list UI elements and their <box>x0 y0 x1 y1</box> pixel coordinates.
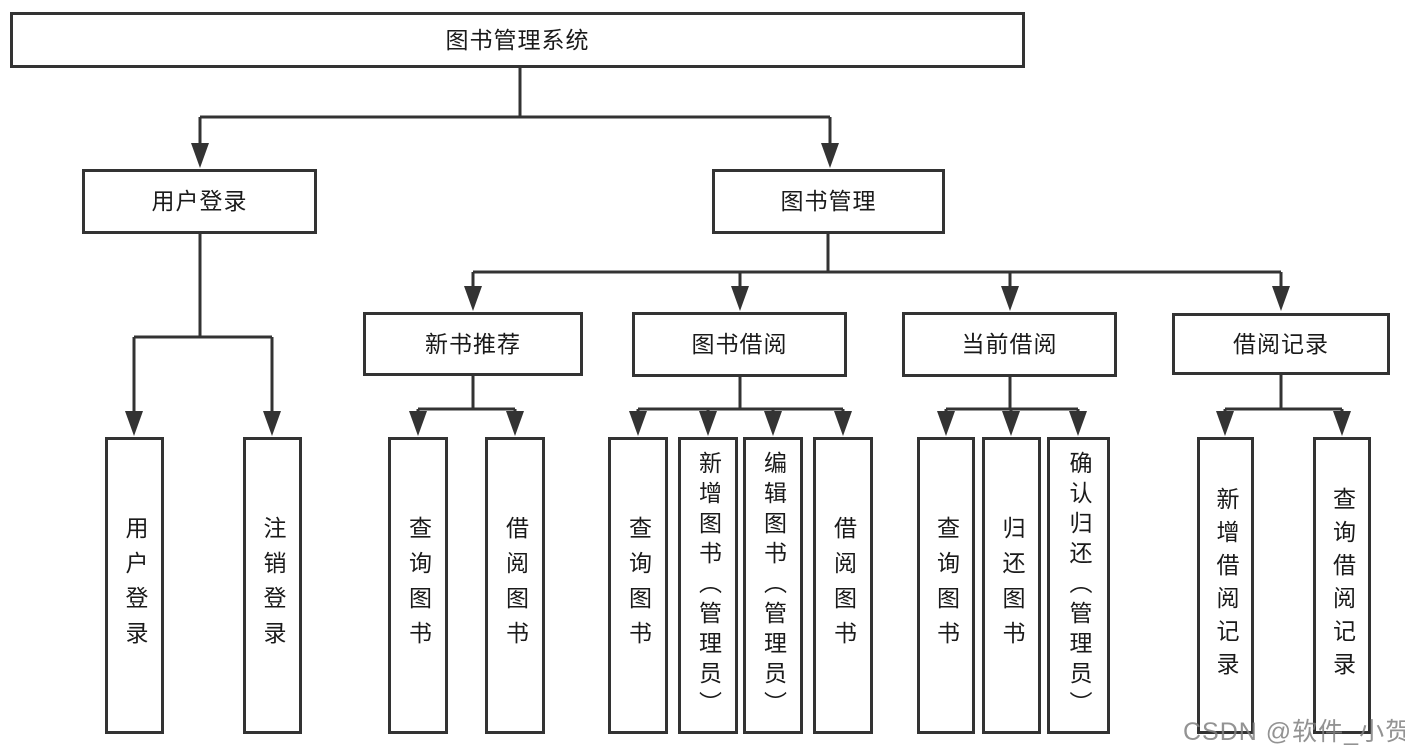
node-book-borrowing: 图书借阅 <box>632 312 847 377</box>
arrowhead-icon <box>937 411 955 436</box>
leaf-query-books-borrow: 查询图书 <box>608 437 668 734</box>
leaf-query-books-recommend: 查询图书 <box>388 437 448 734</box>
node-new-book-recommend: 新书推荐 <box>363 312 583 376</box>
leaf-add-books-admin: 新增图书（管理员） <box>678 437 738 734</box>
connector-currentborrow-to-children <box>944 377 1080 416</box>
arrowhead-icon <box>464 286 482 311</box>
arrowhead-icon <box>731 286 749 311</box>
leaf-borrow-books: 借阅图书 <box>813 437 873 734</box>
leaf-confirm-return-admin: 确认归还（管理员） <box>1047 437 1110 734</box>
csdn-watermark: CSDN @软件_小贺同学 <box>1183 718 1405 746</box>
leaf-logout: 注销登录 <box>243 437 302 734</box>
arrowhead-icon <box>764 411 782 436</box>
leaf-query-borrow-record: 查询借阅记录 <box>1313 437 1371 734</box>
connector-root-to-level2 <box>198 68 832 148</box>
node-root-system: 图书管理系统 <box>10 12 1025 68</box>
arrowhead-icon <box>1333 411 1351 436</box>
node-borrowing-records: 借阅记录 <box>1172 313 1390 375</box>
node-user-login: 用户登录 <box>82 169 317 234</box>
node-current-borrowing: 当前借阅 <box>902 312 1117 377</box>
connector-borrowrecord-to-children <box>1223 374 1344 416</box>
arrowhead-icon <box>834 411 852 436</box>
arrowhead-icon <box>821 143 839 168</box>
connector-newbook-to-children <box>416 375 517 416</box>
arrowhead-icon <box>1001 286 1019 311</box>
leaf-query-books-current: 查询图书 <box>917 437 975 734</box>
leaf-edit-books-admin: 编辑图书（管理员） <box>743 437 803 734</box>
leaf-user-login: 用户登录 <box>105 437 164 734</box>
arrowhead-icon <box>629 411 647 436</box>
connector-bookborrow-to-children <box>636 377 845 416</box>
arrowhead-icon <box>263 411 281 436</box>
connector-userlogin-to-children <box>132 234 274 416</box>
leaf-borrow-books-recommend: 借阅图书 <box>485 437 545 734</box>
arrowhead-icon <box>191 143 209 168</box>
arrowhead-icon <box>1002 411 1020 436</box>
connector-bookmgmt-to-level3 <box>471 233 1283 294</box>
arrowhead-icon <box>1216 411 1234 436</box>
arrowhead-icon <box>699 411 717 436</box>
arrowhead-icon <box>1069 411 1087 436</box>
arrowhead-icon <box>409 411 427 436</box>
arrowhead-icon <box>125 411 143 436</box>
leaf-add-borrow-record: 新增借阅记录 <box>1197 437 1254 734</box>
leaf-return-books: 归还图书 <box>982 437 1041 734</box>
arrowhead-icon <box>506 411 524 436</box>
arrowhead-icon <box>1272 286 1290 311</box>
node-book-management: 图书管理 <box>712 169 945 234</box>
